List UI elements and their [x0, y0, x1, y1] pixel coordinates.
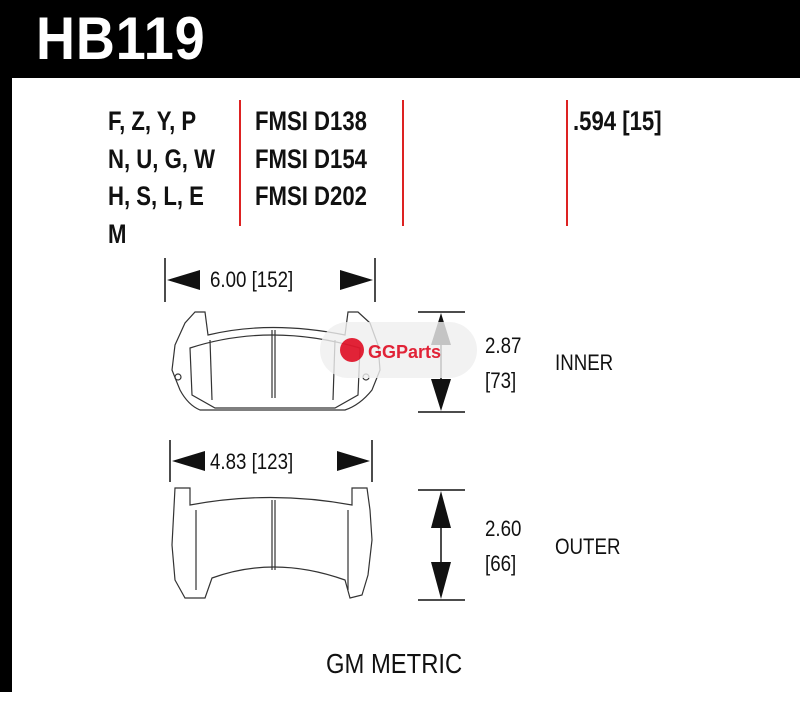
inner-width-dimension: [164, 258, 376, 302]
inner-height-mm: [73]: [485, 368, 517, 393]
compound-line: M: [108, 219, 127, 249]
divider: [239, 100, 241, 226]
compound-line: H, S, L, E: [108, 181, 204, 211]
outer-height-dimension: [418, 489, 465, 601]
thickness: .594 [15]: [573, 106, 662, 136]
fmsi-number: FMSI D154: [255, 144, 367, 174]
logo-icon: [340, 338, 364, 362]
outer-label: OUTER: [555, 534, 621, 559]
watermark-logo: GGParts: [320, 322, 477, 378]
divider: [566, 100, 568, 226]
fmsi-number: FMSI D138: [255, 106, 367, 136]
left-border: [0, 0, 12, 692]
inner-width: 6.00 [152]: [210, 267, 294, 292]
fmsi-number: FMSI D202: [255, 181, 367, 211]
part-number: HB119: [36, 5, 206, 72]
header-bar: [0, 0, 800, 78]
outer-width-dimension: [169, 440, 373, 482]
outer-height-in: 2.60: [485, 516, 522, 541]
outer-height-mm: [66]: [485, 551, 517, 576]
outer-pad-shape: [171, 487, 373, 599]
outer-width: 4.83 [123]: [210, 449, 294, 474]
divider: [402, 100, 404, 226]
watermark-text: GGParts: [368, 342, 441, 362]
compound-line: N, U, G, W: [108, 144, 216, 174]
compound-line: F, Z, Y, P: [108, 106, 197, 136]
footer-platform: GM METRIC: [326, 648, 463, 679]
inner-label: INNER: [555, 350, 614, 375]
inner-height-in: 2.87: [485, 333, 522, 358]
